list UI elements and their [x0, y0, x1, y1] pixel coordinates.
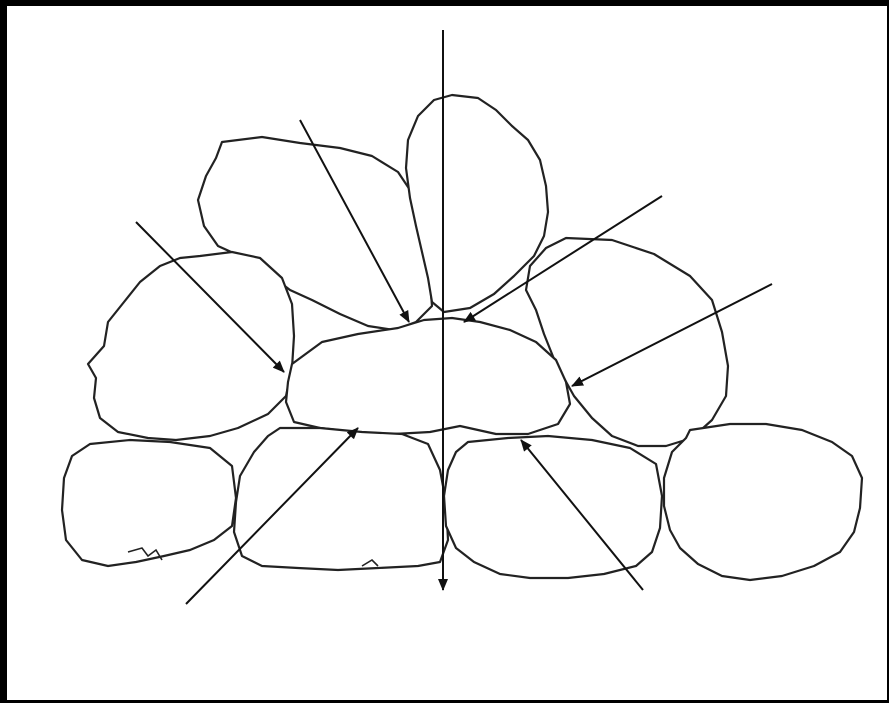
left-stone	[88, 252, 294, 440]
bottom-left-stone	[62, 440, 236, 566]
bottom-center-left-stone	[234, 428, 448, 570]
bottom-center-right-stone	[444, 436, 662, 578]
bottom-right-stone	[664, 424, 862, 580]
center-stone	[286, 318, 570, 434]
